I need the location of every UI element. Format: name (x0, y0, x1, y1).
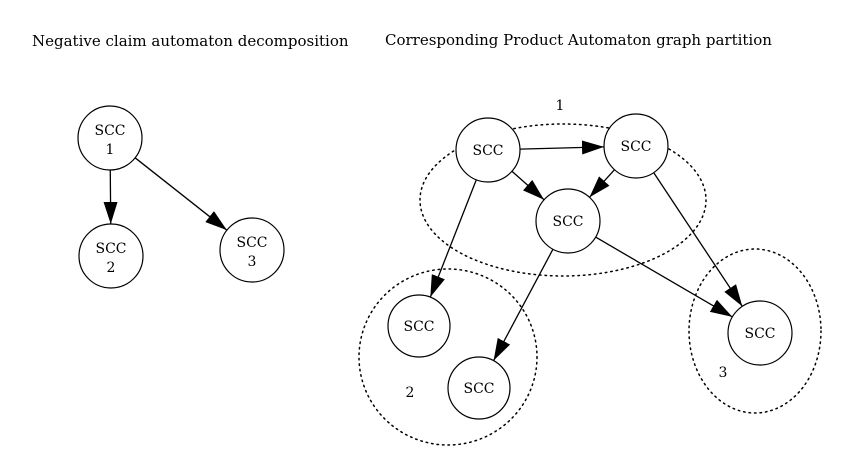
right-node-b-label: SCC (620, 139, 651, 155)
right-node-f: SCC (727, 300, 793, 366)
right-node-a-label: SCC (472, 143, 503, 159)
left-node-scc-2-number: 2 (107, 260, 116, 276)
left-node-scc-3-number: 3 (248, 254, 257, 270)
partition-1-ellipse (419, 123, 707, 277)
edge-right-c-to-f (595, 236, 733, 318)
right-node-e-label: SCC (463, 381, 494, 397)
edge-right-b-to-c (589, 169, 615, 198)
left-node-scc-1-number: 1 (106, 142, 115, 158)
partition-label-2: 2 (406, 385, 415, 401)
right-node-e: SCC (447, 356, 511, 420)
left-node-scc-1-label: SCC (94, 123, 125, 139)
right-node-d: SCC (387, 294, 451, 358)
partition-2-ellipse (358, 268, 538, 446)
left-node-scc-2-label: SCC (95, 241, 126, 257)
edge-right-a-to-c (511, 170, 545, 201)
edges-layer (103, 140, 743, 361)
partition-3-ellipse (688, 248, 822, 414)
right-node-c: SCC (535, 188, 601, 254)
right-node-c-label: SCC (552, 214, 583, 230)
edge-right-b-to-f (653, 172, 743, 307)
edge-left-scc1-to-scc3 (134, 157, 228, 231)
left-node-scc-1: SCC 1 (77, 105, 143, 171)
left-node-scc-2: SCC 2 (78, 223, 144, 289)
partition-label-3: 3 (719, 365, 728, 381)
edge-right-a-to-d (429, 179, 477, 298)
partition-label-1: 1 (556, 98, 565, 114)
edge-right-a-to-b (519, 140, 605, 155)
right-node-b: SCC (603, 113, 669, 179)
left-node-scc-3: SCC 3 (219, 217, 285, 283)
right-node-a: SCC (455, 117, 521, 183)
left-diagram-title: Negative claim automaton decomposition (32, 32, 349, 50)
right-node-d-label: SCC (403, 319, 434, 335)
right-node-f-label: SCC (744, 326, 775, 342)
edge-right-c-to-e (493, 248, 554, 361)
right-diagram-title: Corresponding Product Automaton graph pa… (385, 31, 772, 49)
left-node-scc-3-label: SCC (236, 235, 267, 251)
